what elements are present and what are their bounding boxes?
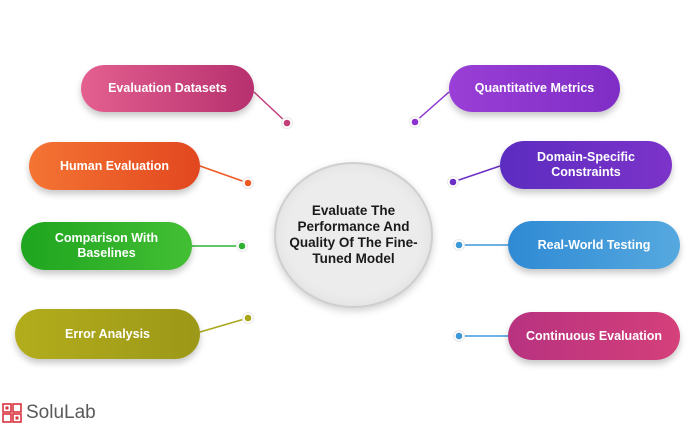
connector-dot-core-left-1 — [244, 179, 252, 187]
connector-dot-core-right-1 — [449, 178, 457, 186]
pill-comparison-with-baselines: Comparison With Baselines — [21, 222, 192, 270]
solulab-logo: SoluLab — [2, 402, 96, 424]
center-topic-text: Evaluate The Performance And Quality Of … — [289, 203, 418, 266]
pill-real-world-testing: Real-World Testing — [508, 221, 680, 269]
connector-left-0 — [253, 91, 288, 124]
solulab-logo-text: SoluLab — [26, 402, 96, 423]
pill-label: Quantitative Metrics — [474, 81, 595, 95]
connector-dot-core-left-3 — [244, 314, 252, 322]
pill-continuous-evaluation: Continuous Evaluation — [508, 312, 680, 360]
solulab-logo-icon — [2, 403, 22, 423]
connector-left-3 — [199, 317, 249, 333]
center-topic: Evaluate The Performance And Quality Of … — [274, 162, 433, 308]
pill-error-analysis: Error Analysis — [15, 309, 200, 359]
pill-label: Comparison With Baselines — [54, 231, 159, 260]
connector-dot-core-left-2 — [238, 242, 246, 250]
pill-label: Human Evaluation — [59, 158, 170, 173]
pill-evaluation-datasets: Evaluation Datasets — [81, 65, 254, 112]
pill-label: Error Analysis — [65, 326, 150, 341]
pill-label: Evaluation Datasets — [108, 81, 227, 95]
pill-label: Continuous Evaluation — [525, 328, 663, 343]
connector-dot-core-left-0 — [283, 119, 291, 127]
pill-domain-specific-constraints: Domain-Specific Constraints — [500, 141, 672, 189]
connector-left-1 — [199, 165, 249, 184]
pill-label: Real-World Testing — [537, 237, 651, 252]
connector-dot-core-right-3 — [455, 332, 463, 340]
connector-right-0 — [414, 91, 450, 123]
connector-dot-core-right-2 — [455, 241, 463, 249]
pill-human-evaluation: Human Evaluation — [29, 142, 200, 190]
pill-label: Domain-Specific Constraints — [537, 150, 635, 179]
connector-right-1 — [452, 165, 501, 183]
pill-quantitative-metrics: Quantitative Metrics — [449, 65, 620, 112]
connector-dot-core-right-0 — [411, 118, 419, 126]
